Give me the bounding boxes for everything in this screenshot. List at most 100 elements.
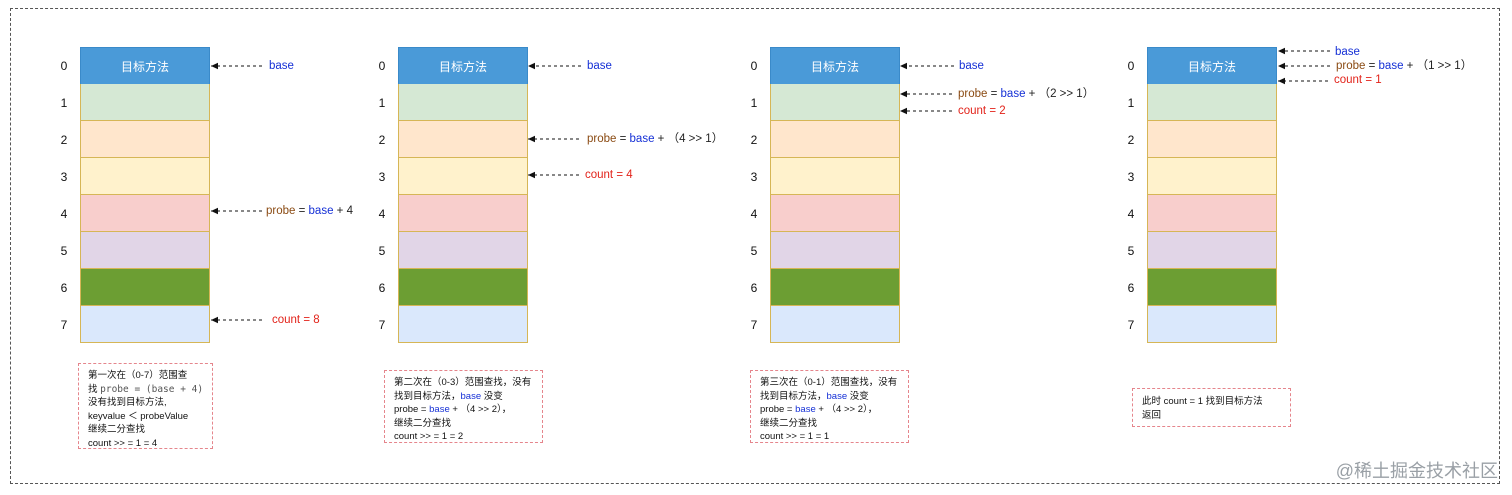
annotation-part: probe [587,133,617,145]
note-segment: + （4 >> 2）， [815,404,878,415]
cell-index: 5 [1127,244,1135,258]
memory-cell-7 [80,306,210,343]
memory-cell-3 [1147,158,1277,195]
annotation-part: base [308,205,334,217]
memory-cell-3 [770,158,900,195]
cell-index: 3 [60,170,68,184]
cell-index: 6 [378,281,386,295]
memory-cell-6 [1147,269,1277,306]
cell-index: 2 [1127,133,1135,147]
note-line: 找 probe = (base + 4) [88,383,203,397]
cell-index: 7 [60,318,68,332]
annotation-part: base [587,60,612,72]
memory-cell-2 [398,121,528,158]
memory-cell-6 [398,269,528,306]
cell-index: 1 [378,96,386,110]
memory-cell-3 [80,158,210,195]
note-segment: base [429,404,450,415]
annotation-probe-3: probe = base + （2 >> 1） [958,87,1094,101]
note-segment: base [826,390,848,402]
target-method-label: 目标方法 [120,59,169,74]
annotation-base-3: base [959,59,984,73]
cell-index: 1 [750,96,758,110]
annotation-part: = [987,88,1001,100]
annotation-part: = [616,133,630,145]
annotation-part: probe [266,205,296,217]
note-segment: + （4 >> 2）， [449,404,512,415]
cell-index: 5 [378,244,386,258]
note-segment: 第二次在（0-3）范围查找，没有 [394,377,532,388]
cell-index: 7 [750,318,758,332]
memory-cell-0: 目标方法 [770,47,900,85]
note-segment: 继续二分查找 [88,424,146,435]
note-segment: 没变 [847,390,869,402]
note-line: 继续二分查找 [760,417,899,431]
annotation-part: = [295,205,309,217]
annotation-part: + 4 [333,205,353,217]
memory-cell-1 [770,84,900,121]
note-line: probe = base + （4 >> 2）， [760,403,899,417]
annotation-count-4: count = 1 [1334,73,1382,87]
annotation-part: base [1335,46,1360,58]
note-segment: 找到目标方法， [394,390,461,402]
cell-index: 0 [378,59,386,73]
annotation-part: base [629,133,655,145]
annotation-part: count = 4 [585,169,633,181]
note-line: 找到目标方法，base 没变 [394,390,533,404]
note-line: 继续二分查找 [394,417,533,431]
cell-index: 2 [60,133,68,147]
note-segment: 第三次在（0-1）范围查找，没有 [760,377,898,388]
cell-index: 3 [378,170,386,184]
memory-cell-1 [398,84,528,121]
annotation-part: + （4 >> 1） [654,133,724,145]
annotation-part: count = 2 [958,105,1006,117]
memory-cell-0: 目标方法 [80,47,210,85]
cell-index: 7 [1127,318,1135,332]
note-segment: 找到目标方法， [760,390,827,402]
note-line: 没有找到目标方法, [88,396,203,410]
annotation-part: base [1000,88,1026,100]
cell-index: 6 [60,281,68,295]
cell-index: 2 [750,133,758,147]
note-line: count >> = 1 = 1 [760,430,899,444]
memory-cell-0: 目标方法 [1147,47,1277,85]
cell-index: 7 [378,318,386,332]
note-segment: 此时 count = 1 找到目标方法 [1142,396,1263,407]
note-segment: probe = [394,404,430,415]
annotation-base-1: base [269,59,294,73]
cell-index: 6 [1127,281,1135,295]
note-line: 继续二分查找 [88,423,203,437]
note-segment: 找 [88,383,101,395]
target-method-label: 目标方法 [1187,59,1236,74]
note-segment: 没有找到目标方法, [88,397,167,408]
memory-cell-5 [1147,232,1277,269]
note-segment: probe = (base + 4) [100,383,204,395]
memory-cell-3 [398,158,528,195]
annotation-base-4: base [1335,45,1360,59]
memory-cell-1 [1147,84,1277,121]
note-line: 返回 [1142,409,1281,423]
annotation-part: base [269,60,294,72]
annotation-part: count = 8 [272,314,320,326]
note-line: 第二次在（0-3）范围查找，没有 [394,376,533,390]
memory-cell-4 [80,195,210,232]
note-segment: count >> = 1 = 1 [760,431,830,442]
memory-cell-7 [398,306,528,343]
memory-cell-5 [770,232,900,269]
note-segment: 返回 [1142,409,1162,421]
memory-cell-7 [770,306,900,343]
cell-index: 3 [750,170,758,184]
memory-cell-4 [1147,195,1277,232]
memory-cell-7 [1147,306,1277,343]
cell-index: 0 [1127,59,1135,73]
annotation-probe-4: probe = base + （1 >> 1） [1336,59,1472,73]
memory-cell-6 [80,269,210,306]
step-note-1: 第一次在（0-7）范围查找 probe = (base + 4)没有找到目标方法… [78,363,213,449]
memory-cell-0: 目标方法 [398,47,528,85]
annotation-part: probe [1336,60,1366,72]
cell-index: 5 [60,244,68,258]
cell-index: 1 [60,96,68,110]
